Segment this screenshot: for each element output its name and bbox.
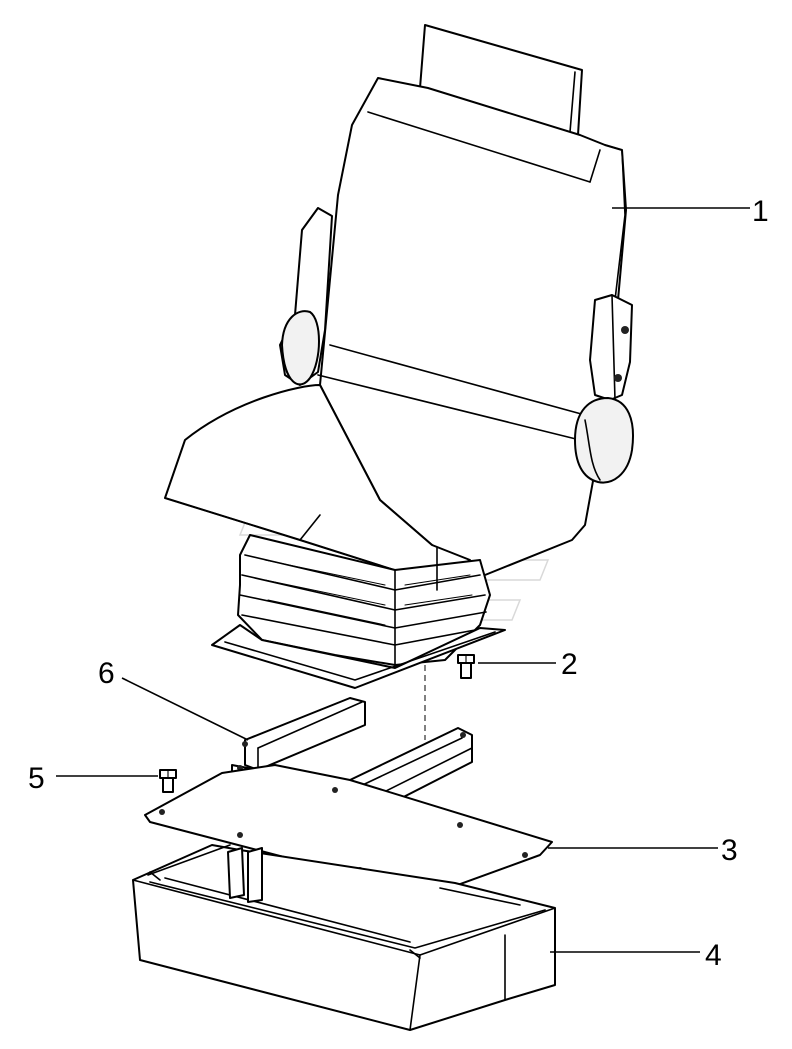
callout-3: 3: [721, 834, 738, 867]
slide-rail-part-6: [231, 697, 366, 779]
bolt-part-5: [159, 769, 177, 793]
callout-4: 4: [705, 939, 722, 972]
backrest: [319, 77, 627, 576]
suspension-base-plate: [211, 624, 506, 689]
callout-6: 6: [98, 657, 115, 690]
suspension-bellows: [211, 534, 506, 740]
leader-6: [121, 677, 249, 741]
seat-base-box-part-4: [132, 844, 556, 1031]
bolt-part-2: [457, 654, 475, 679]
right-armrest: [589, 294, 633, 401]
callout-5: 5: [28, 762, 45, 795]
callout-labels: 1 2 3 4 5 6: [28, 195, 769, 972]
leader-lines: [56, 207, 750, 953]
seat-part-1: [164, 24, 634, 583]
callout-1: 1: [752, 195, 769, 228]
callout-2: 2: [561, 648, 578, 681]
